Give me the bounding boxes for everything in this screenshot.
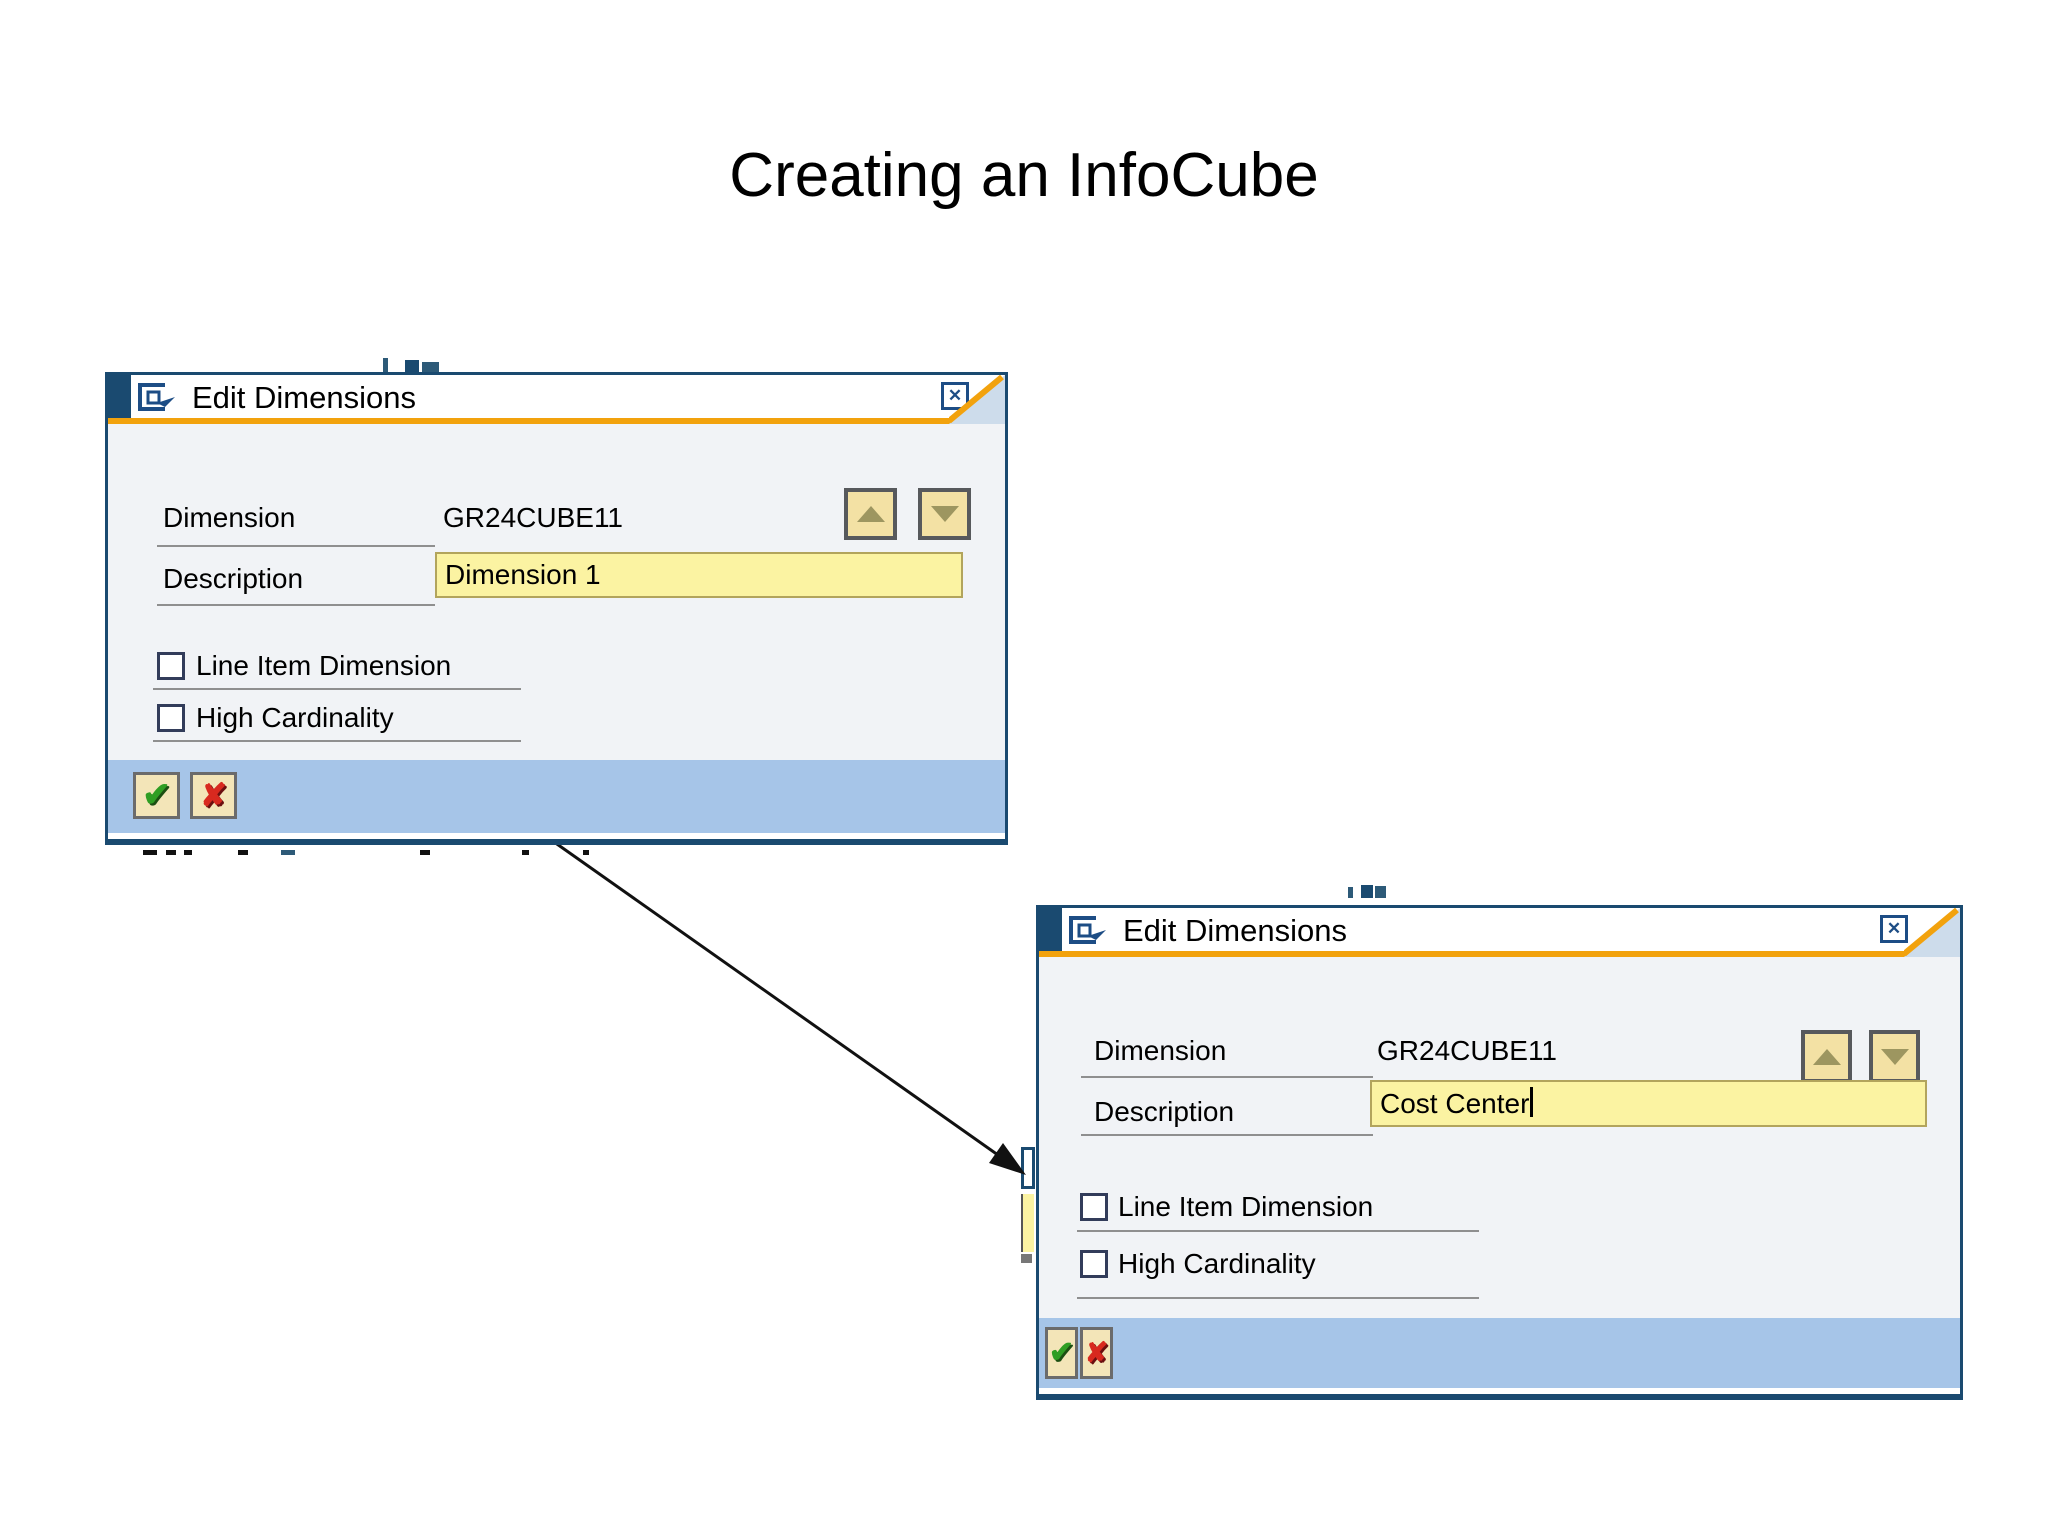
titlebar-accent-block bbox=[1039, 908, 1062, 951]
spin-up-button[interactable] bbox=[1801, 1030, 1852, 1083]
spin-down-button[interactable] bbox=[1869, 1030, 1920, 1083]
description-label: Description bbox=[1094, 1096, 1235, 1127]
modal-window-icon bbox=[135, 381, 179, 413]
checkbox-underline bbox=[153, 740, 521, 742]
checkbox-underline bbox=[1077, 1297, 1479, 1299]
window-fragment bbox=[281, 850, 295, 855]
dialog-titlebar[interactable]: Edit Dimensions ✕ bbox=[108, 375, 1005, 424]
window-fragment bbox=[143, 850, 157, 855]
line-item-dimension-checkbox[interactable] bbox=[157, 652, 185, 680]
description-value: Cost Center bbox=[1380, 1088, 1530, 1119]
page-title: Creating an InfoCube bbox=[729, 141, 1319, 210]
window-fragment bbox=[238, 850, 248, 855]
window-fragment bbox=[1021, 1147, 1035, 1189]
up-arrow-icon bbox=[1812, 1048, 1841, 1065]
modal-window-icon bbox=[1066, 914, 1110, 946]
spin-down-button[interactable] bbox=[918, 488, 971, 540]
line-item-dimension-label: Line Item Dimension bbox=[196, 650, 452, 681]
window-fragment bbox=[1348, 887, 1353, 898]
window-fragment bbox=[405, 360, 419, 372]
window-fragment bbox=[1361, 885, 1373, 898]
description-input[interactable]: Cost Center bbox=[1370, 1080, 1927, 1127]
confirm-button[interactable]: ✔ bbox=[1045, 1327, 1078, 1379]
description-input[interactable]: Dimension 1 bbox=[435, 552, 963, 598]
titlebar-fold-corner bbox=[949, 375, 1005, 424]
close-icon[interactable]: ✕ bbox=[1880, 915, 1908, 943]
footer-edge bbox=[1039, 1388, 1960, 1394]
field-underline bbox=[1081, 1134, 1373, 1136]
window-fragment bbox=[1021, 1194, 1034, 1252]
high-cardinality-label: High Cardinality bbox=[196, 702, 394, 733]
up-arrow-icon bbox=[856, 506, 885, 522]
edit-dimensions-dialog-2: Edit Dimensions ✕ Dimension GR24CUBE11 D… bbox=[1036, 905, 1963, 1400]
description-label: Description bbox=[163, 563, 304, 594]
close-icon[interactable]: ✕ bbox=[941, 382, 969, 410]
window-fragment bbox=[420, 850, 430, 855]
description-value: Dimension 1 bbox=[445, 559, 601, 590]
cancel-button[interactable]: ✘ bbox=[190, 772, 237, 819]
down-arrow-icon bbox=[1880, 1048, 1909, 1065]
line-item-dimension-checkbox[interactable] bbox=[1080, 1193, 1108, 1221]
window-fragment bbox=[1021, 1254, 1032, 1263]
checkbox-underline bbox=[153, 688, 521, 690]
dialog-title: Edit Dimensions bbox=[192, 380, 416, 415]
dialog-footer-bar: ✔ ✘ bbox=[108, 760, 1005, 833]
line-item-dimension-label: Line Item Dimension bbox=[1118, 1191, 1374, 1222]
dimension-label: Dimension bbox=[1094, 1035, 1227, 1066]
confirm-button[interactable]: ✔ bbox=[133, 772, 180, 819]
spin-up-button[interactable] bbox=[844, 488, 897, 540]
edit-dimensions-dialog-1: Edit Dimensions ✕ Dimension GR24CUBE11 D… bbox=[105, 372, 1008, 845]
window-fragment bbox=[583, 850, 589, 855]
cancel-button[interactable]: ✘ bbox=[1080, 1327, 1113, 1379]
dimension-value: GR24CUBE11 bbox=[1377, 1035, 1558, 1066]
window-fragment bbox=[184, 850, 192, 855]
window-fragment bbox=[1375, 886, 1386, 898]
high-cardinality-checkbox[interactable] bbox=[157, 704, 185, 732]
dimension-value: GR24CUBE11 bbox=[443, 502, 624, 533]
text-cursor bbox=[1530, 1087, 1534, 1117]
dialog-titlebar[interactable]: Edit Dimensions ✕ bbox=[1039, 908, 1960, 957]
titlebar-accent-block bbox=[108, 375, 131, 418]
down-arrow-icon bbox=[930, 506, 959, 522]
field-underline bbox=[157, 604, 435, 606]
checkbox-underline bbox=[1077, 1230, 1479, 1232]
field-underline bbox=[157, 545, 435, 547]
field-underline bbox=[1081, 1076, 1373, 1078]
dialog-footer-bar: ✔ ✘ bbox=[1039, 1318, 1960, 1388]
window-fragment bbox=[522, 850, 529, 855]
dimension-label: Dimension bbox=[163, 502, 296, 533]
high-cardinality-checkbox[interactable] bbox=[1080, 1250, 1108, 1278]
titlebar-fold-corner bbox=[1904, 908, 1960, 957]
footer-edge bbox=[108, 833, 1005, 839]
high-cardinality-label: High Cardinality bbox=[1118, 1248, 1316, 1279]
dialog-title: Edit Dimensions bbox=[1123, 913, 1347, 948]
window-fragment bbox=[383, 358, 388, 372]
window-fragment bbox=[166, 850, 176, 855]
window-fragment bbox=[422, 362, 439, 372]
